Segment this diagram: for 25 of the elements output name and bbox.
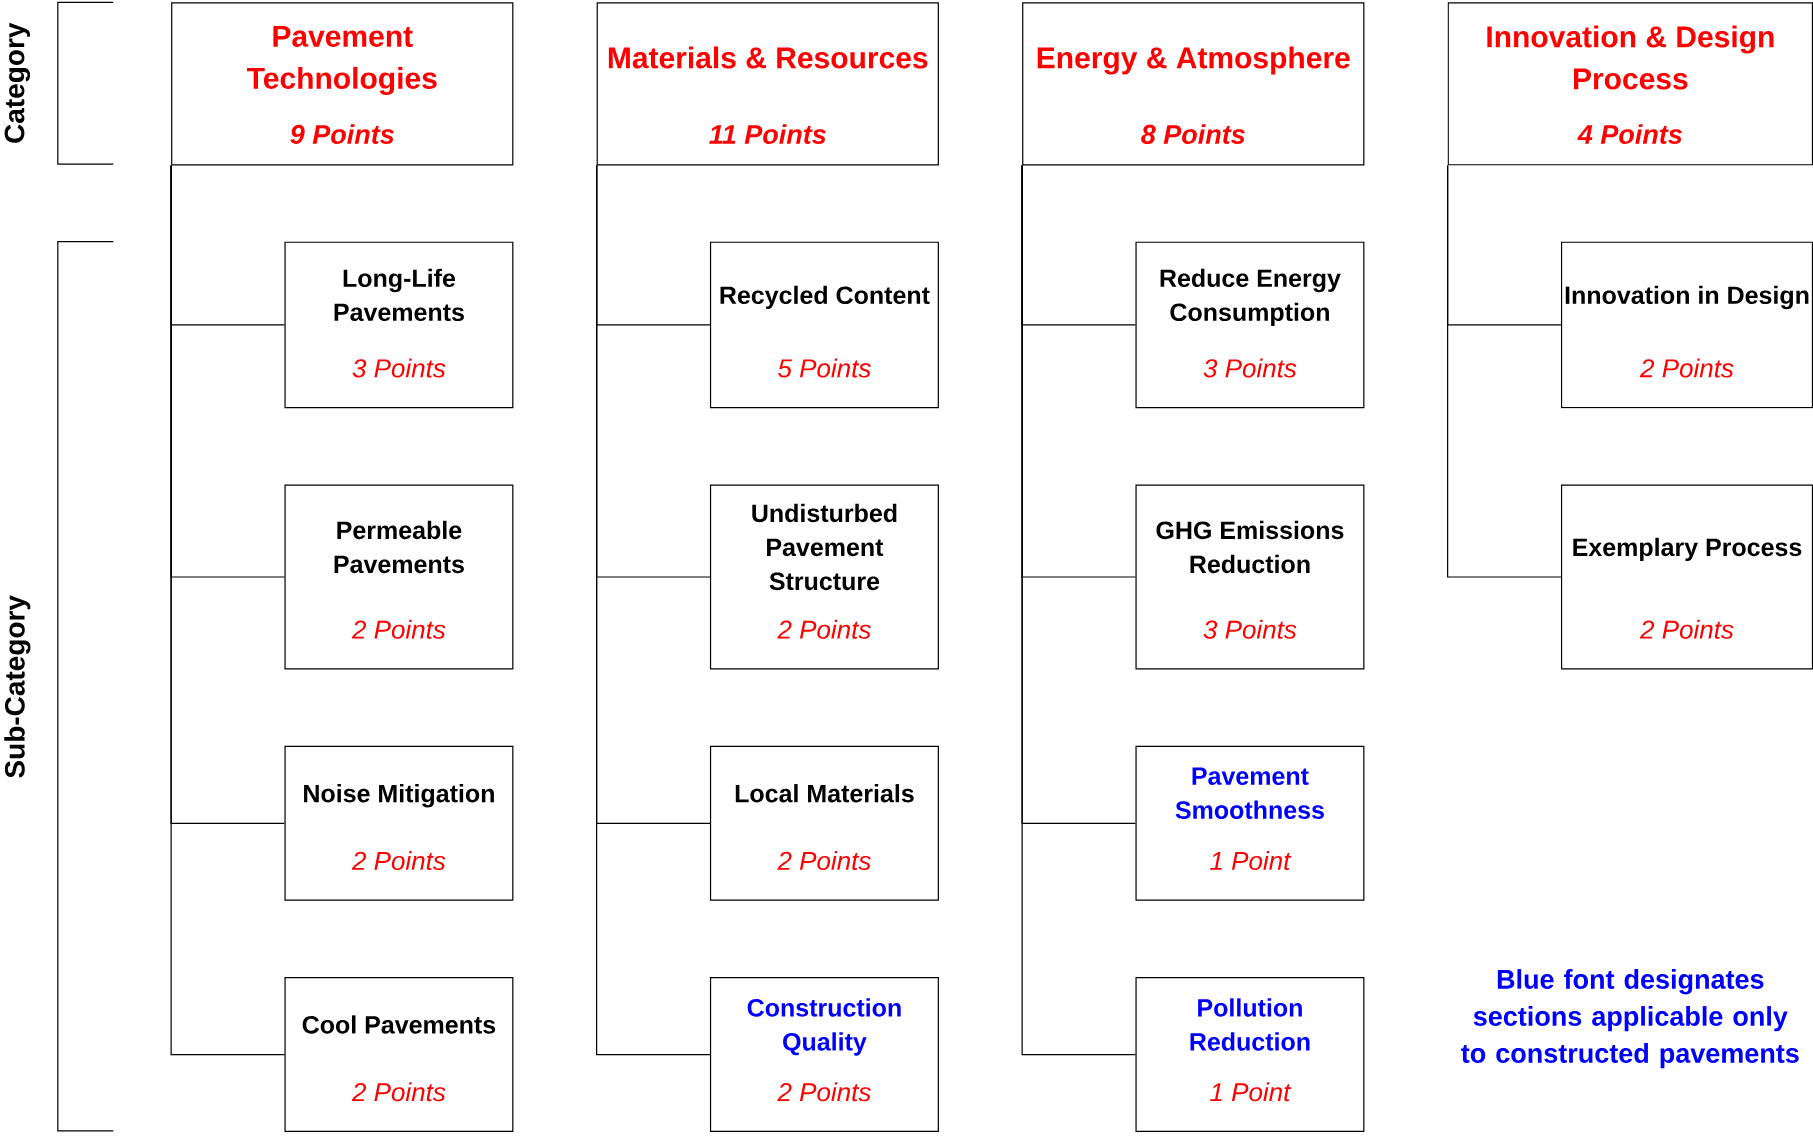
connector-line [170,164,286,1056]
subcategory-box: Innovation in Design 2 Points [1560,241,1813,409]
category-box: Energy & Atmosphere 8 Points [1022,2,1365,166]
category-box: Pavement Technologies 9 Points [171,2,514,166]
subcategory-box: Local Materials 2 Points [709,745,939,901]
subcategory-box: Exemplary Process 2 Points [1560,484,1813,670]
subcategory-box: Long-Life Pavements 3 Points [284,241,514,409]
note: Blue font designates sections applicable only to constructed pavements [1461,969,1799,1069]
subcategory-box: GHG Emissions Reduction 3 Points [1135,484,1365,670]
category-box: Materials & Resources 11 Points [596,2,939,166]
subcategory-box: Recycled Content 5 Points [709,241,939,409]
subcategory-box: Cool Pavements 2 Points [284,977,514,1133]
category-box: Innovation & Design Process 4 Points [1447,2,1813,166]
axis-label: Category [4,22,31,143]
connector-line [1021,164,1137,1056]
subcategory-box: Undisturbed Pavement Structure 2 Points [709,484,939,670]
connector-line [596,164,711,1056]
subcategory-box: Pollution Reduction 1 Point [1135,977,1365,1133]
subcategory-box: Construction Quality 2 Points [709,977,939,1133]
subcategory-box: Pavement Smoothness 1 Point [1135,745,1365,901]
subcategory-box: Permeable Pavements 2 Points [284,484,514,670]
subcategory-box: Reduce Energy Consumption 3 Points [1135,241,1365,409]
connector-line [1447,164,1562,578]
axis-label: Sub-Category [4,595,31,778]
subcategory-box: Noise Mitigation 2 Points [284,745,514,901]
